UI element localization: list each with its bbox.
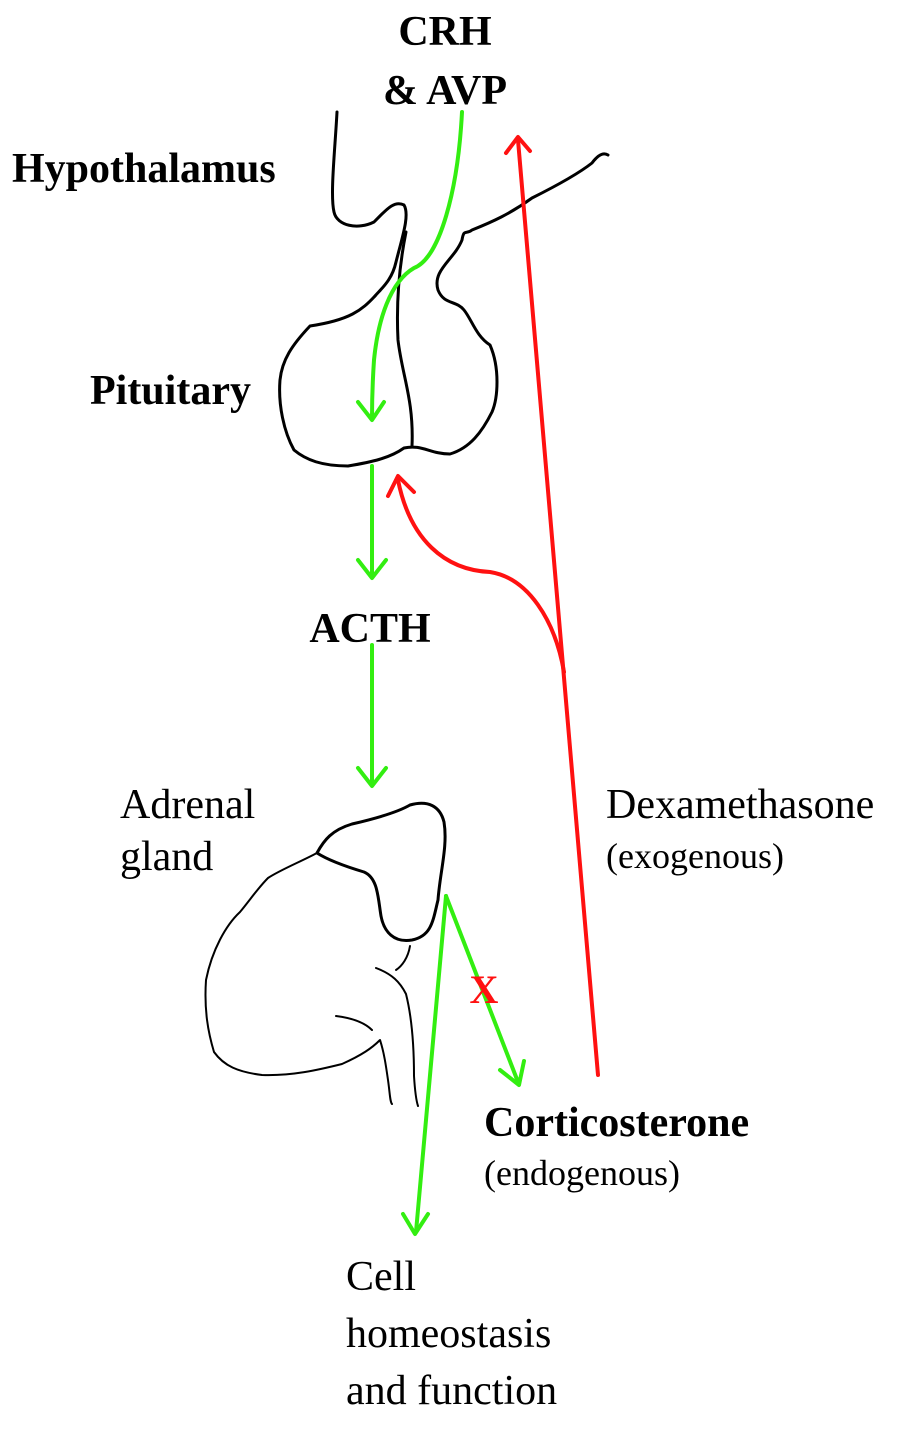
adrenal-vessel-line: [396, 946, 410, 970]
label-cell-line1: Cell: [346, 1254, 416, 1300]
adrenal-to-cell-arrow: [416, 896, 446, 1232]
label-corticosterone: Corticosterone: [484, 1100, 749, 1146]
anatomy-outlines: [280, 112, 608, 466]
stimulatory-arrows: [358, 112, 524, 1234]
label-dexamethasone-note: (exogenous): [606, 836, 784, 876]
label-adrenal-line1: Adrenal: [120, 782, 255, 828]
label-hypothalamus: Hypothalamus: [12, 146, 276, 192]
label-pituitary: Pituitary: [90, 368, 251, 414]
adrenal-outlines: [205, 803, 445, 1106]
label-adrenal-line2: gland: [120, 834, 213, 880]
ureter-line: [376, 968, 418, 1106]
kidney-outline: [205, 853, 392, 1104]
kidney-hilum-line: [336, 1016, 372, 1030]
label-corticosterone-note: (endogenous): [484, 1153, 680, 1193]
label-cell-line3: and function: [346, 1368, 557, 1414]
blocked-x-mark: X: [470, 967, 499, 1012]
label-dexamethasone: Dexamethasone: [606, 782, 874, 828]
label-crh: CRH: [398, 9, 491, 55]
pituitary-stalk-line: [397, 232, 412, 446]
hypothalamus-outline: [332, 112, 406, 296]
adrenal-gland-outline: [317, 803, 445, 940]
crh-avp-arrow: [372, 112, 462, 418]
label-acth: ACTH: [309, 606, 430, 652]
pituitary-outline: [280, 154, 608, 466]
label-avp: & AVP: [383, 68, 507, 114]
dexamethasone-feedback-arrow: [518, 140, 598, 1075]
label-cell-line2: homeostasis: [346, 1311, 551, 1357]
